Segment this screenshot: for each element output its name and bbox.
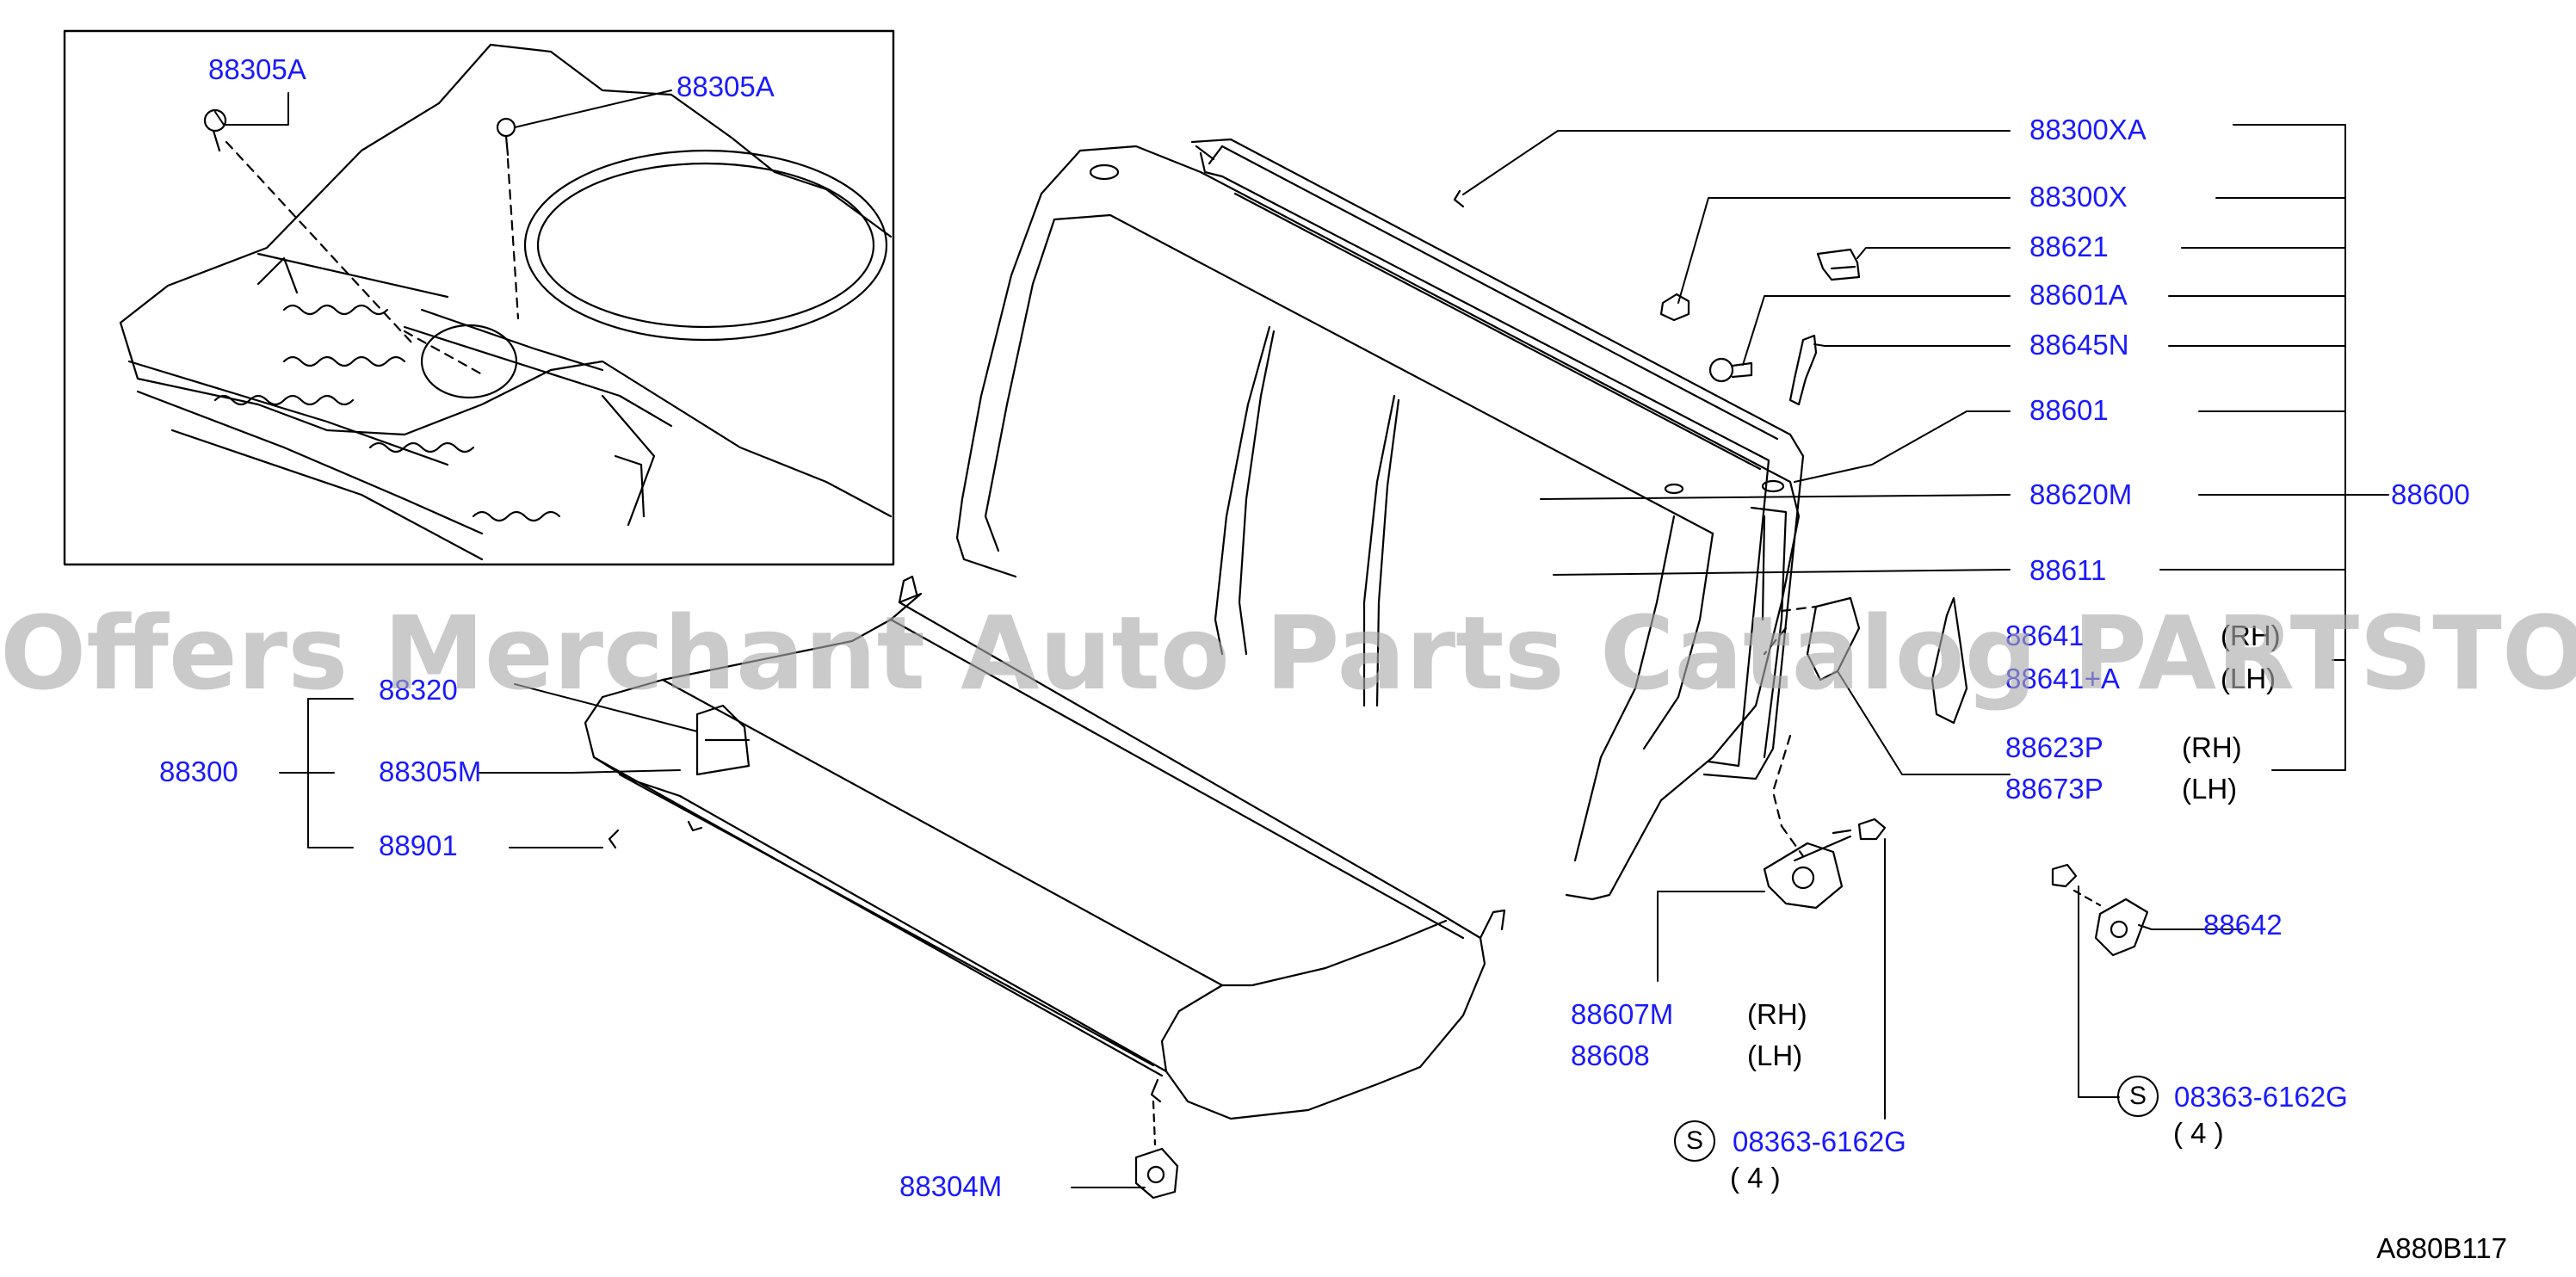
part-label-88607M[interactable]: 88607M [1571,998,1674,1030]
part-label-88305A-inset-right[interactable]: 88305A [676,71,775,102]
part-label-88641[interactable]: 88641 [2005,620,2085,651]
part-label-88601[interactable]: 88601 [2029,394,2109,426]
seat-cushion [584,575,1506,1120]
part-label-88641A[interactable]: 88641+A [2005,663,2121,694]
part-label-88320[interactable]: 88320 [379,674,458,706]
screw-symbol-left: S [1674,1120,1715,1162]
part-label-88623P[interactable]: 88623P [2005,731,2103,763]
part-label-88600[interactable]: 88600 [2391,478,2470,510]
part-label-88300XA[interactable]: 88300XA [2029,114,2147,145]
side-label-rh-88607M: (RH) [1747,998,1807,1030]
quantity-right: ( 4 ) [2173,1117,2224,1149]
part-label-88645N[interactable]: 88645N [2029,329,2129,361]
diagram-code: A880B117 [2376,1232,2507,1264]
part-label-88300X[interactable]: 88300X [2029,181,2128,213]
side-label-lh-88673P: (LH) [2182,773,2238,805]
part-label-08363-6162G-right[interactable]: 08363-6162G [2174,1081,2348,1113]
side-label-rh-88641: (RH) [2221,620,2281,651]
quantity-left: ( 4 ) [1730,1162,1781,1194]
part-label-88901[interactable]: 88901 [379,830,458,861]
screw-symbol-right: S [2117,1076,2159,1117]
part-label-88300[interactable]: 88300 [159,756,238,787]
part-label-88620M[interactable]: 88620M [2029,478,2133,510]
leader-lines [214,89,2389,1188]
part-label-88621[interactable]: 88621 [2029,231,2109,262]
part-label-88305M[interactable]: 88305M [379,756,482,787]
side-label-lh-88608: (LH) [1747,1039,1803,1071]
side-label-rh-88623P: (RH) [2182,731,2242,763]
part-label-88601A[interactable]: 88601A [2029,279,2128,311]
part-label-08363-6162G-left[interactable]: 08363-6162G [1733,1126,1906,1157]
part-label-88305A-inset-left[interactable]: 88305A [208,53,306,85]
part-label-88673P[interactable]: 88673P [2005,773,2103,805]
part-label-88611[interactable]: 88611 [2029,554,2107,586]
small-parts [608,189,2149,1200]
part-label-88304M[interactable]: 88304M [899,1170,1003,1202]
side-label-lh-88641A: (LH) [2221,663,2276,694]
part-label-88642[interactable]: 88642 [2203,909,2283,941]
part-label-88608[interactable]: 88608 [1571,1039,1650,1071]
seat-back [955,138,1805,901]
inset-floor-view [63,29,895,566]
